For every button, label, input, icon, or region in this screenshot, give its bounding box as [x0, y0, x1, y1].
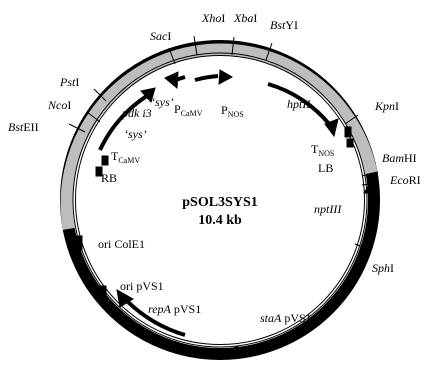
npt-arrow	[363, 178, 379, 194]
site-saci: SacI	[150, 29, 171, 43]
label-p-nos: PNOS	[221, 103, 244, 119]
features	[75, 69, 379, 359]
sys-right-arc	[194, 74, 219, 82]
site-bsteii: BstEII	[8, 120, 39, 134]
staa-arrow	[222, 345, 239, 359]
site-ticks	[68, 35, 379, 251]
hpt-arrow	[324, 118, 339, 138]
inner-ring	[72, 52, 368, 348]
site-xbai: XbaI	[233, 11, 257, 25]
site-ecori: EcoRI	[389, 173, 421, 187]
label-lb: LB	[318, 161, 333, 175]
site-bamhi: BamHI	[382, 151, 417, 165]
ori-pvs1-box	[98, 285, 107, 298]
pnos-hpt-arc	[267, 82, 332, 127]
feature-labels: ‘sys’ PCaMV PNOS hptII pdk i3 ‘sys’ TNOS…	[98, 95, 342, 325]
site-kpni: KpnI	[374, 99, 399, 113]
label-repa: repA pVS1	[148, 302, 201, 316]
tcamv-box	[101, 155, 109, 166]
label-rb: RB	[101, 171, 117, 185]
npt-arc	[367, 192, 375, 243]
label-nptiii: nptIII	[314, 202, 342, 216]
site-psti: PstI	[59, 75, 79, 89]
tnos-box	[344, 126, 352, 138]
label-sys-left: ‘sys’	[124, 127, 147, 141]
site-sphi: SphI	[372, 261, 394, 275]
plasmid-name: pSOL3SYS1	[182, 195, 257, 210]
inner-ring-2	[75, 55, 365, 345]
site-bstyi: BstYI	[270, 18, 298, 32]
ori-cole1-box	[75, 235, 83, 251]
site-ncoi: NcoI	[47, 98, 71, 112]
staa-arc	[237, 335, 291, 354]
label-ori-cole1: ori ColE1	[98, 237, 145, 251]
site-xhoi: XhoI	[201, 11, 225, 25]
label-ori-pvs1: ori pVS1	[120, 279, 164, 293]
pdk-arrow	[140, 87, 156, 104]
tnos-box-2	[346, 138, 354, 148]
site-labels: XhoI XbaI BstYI SacI PstI NcoI BstEII Kp…	[8, 11, 421, 275]
outer-ring-light	[60, 43, 378, 230]
label-t-nos: TNOS	[311, 142, 334, 158]
label-sys-top: ‘sys’	[151, 95, 174, 109]
sys-left-arrow	[164, 71, 179, 90]
label-pdk-i3: pdk i3	[121, 106, 152, 120]
rb-box	[95, 166, 103, 177]
plasmid-size: 10.4 kb	[198, 213, 242, 228]
pdk-arc	[98, 92, 152, 151]
label-t-camv: TCaMV	[111, 149, 140, 165]
label-p-camv: PCaMV	[174, 102, 203, 118]
repa-arc	[124, 298, 186, 337]
label-staa: staA pVS1	[260, 311, 312, 325]
repa-arrow	[116, 289, 134, 308]
label-hptii: hptII	[287, 97, 311, 111]
sys-right-arrow	[218, 69, 234, 85]
